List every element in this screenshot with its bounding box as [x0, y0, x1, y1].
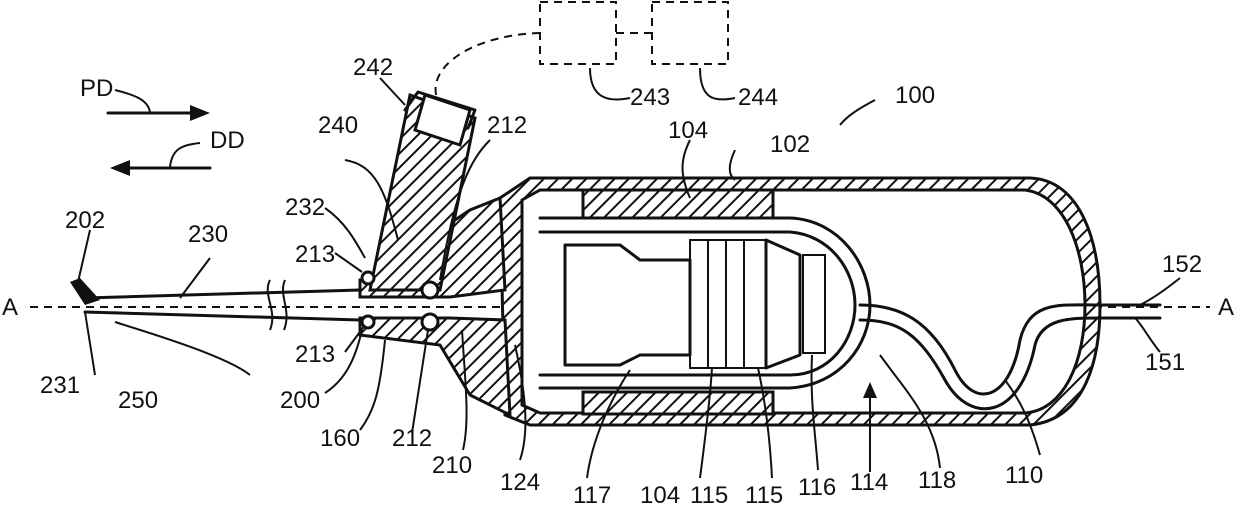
oring-213-top	[362, 272, 374, 284]
label-104-bottom: 104	[640, 482, 680, 509]
label-243: 243	[630, 84, 670, 111]
label-151: 151	[1145, 349, 1185, 376]
label-244: 244	[738, 84, 778, 111]
label-230: 230	[188, 221, 228, 248]
box-244	[652, 2, 728, 64]
box-243	[540, 2, 616, 64]
label-210: 210	[432, 452, 472, 479]
tip-202	[70, 278, 100, 305]
label-dd: DD	[210, 127, 245, 154]
label-100: 100	[895, 82, 935, 109]
label-116: 116	[798, 474, 836, 501]
label-110: 110	[1005, 462, 1043, 489]
label-152: 152	[1162, 251, 1202, 278]
label-118: 118	[918, 467, 956, 494]
label-114: 114	[850, 469, 888, 496]
label-115-b: 115	[745, 482, 783, 509]
label-202: 202	[65, 207, 105, 234]
label-213-top: 213	[295, 241, 335, 268]
pd-arrow	[108, 90, 210, 121]
label-212-top: 212	[487, 112, 527, 139]
label-213-bottom: 213	[295, 341, 335, 368]
signal-line	[436, 33, 540, 105]
label-232: 232	[285, 194, 325, 221]
label-axis-a-right: A	[1218, 294, 1234, 321]
label-pd: PD	[80, 75, 113, 102]
label-124: 124	[500, 469, 540, 496]
label-200: 200	[280, 387, 320, 414]
label-117: 117	[573, 482, 611, 509]
oring-212-bottom	[422, 314, 438, 330]
label-axis-a-left: A	[2, 294, 18, 321]
label-231: 231	[40, 372, 80, 399]
label-104-top: 104	[668, 117, 708, 144]
shaft-230	[85, 290, 360, 320]
label-115-a: 115	[690, 482, 728, 509]
label-102: 102	[770, 131, 810, 158]
label-250: 250	[118, 387, 158, 414]
label-212-bottom: 212	[392, 425, 432, 452]
block-104-top	[583, 190, 773, 218]
label-242: 242	[353, 54, 393, 81]
label-240: 240	[318, 112, 358, 139]
oring-212-top	[422, 282, 438, 298]
dd-arrow	[110, 143, 210, 176]
label-160: 160	[320, 425, 360, 452]
